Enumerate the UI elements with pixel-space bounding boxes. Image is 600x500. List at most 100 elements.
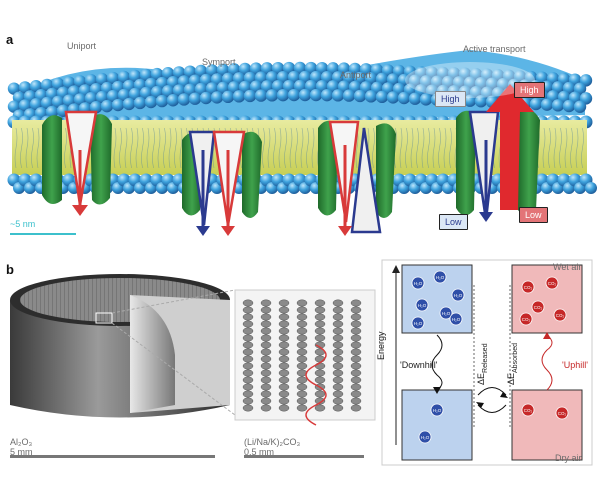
pillar-segment (260, 355, 272, 363)
lipid-head (551, 99, 565, 112)
pillar-segment (242, 369, 254, 377)
pillar-segment (278, 299, 290, 307)
h2o-molecule (449, 312, 463, 326)
pillar-segment (314, 390, 326, 398)
lipid-tail (553, 127, 557, 169)
low-tag-left: Low (439, 214, 468, 230)
pillar-segment (242, 362, 254, 370)
pillar-segment (332, 383, 344, 391)
lipid-tail (163, 127, 166, 169)
pillar-segment (260, 376, 272, 384)
pillar-segment (296, 313, 308, 321)
pillar-segment (278, 348, 290, 356)
pillar-segment (314, 362, 326, 370)
pillar-segment (350, 313, 362, 321)
lipid-head (45, 105, 59, 119)
lipid-tail (432, 127, 436, 169)
pillar-segment (260, 390, 272, 398)
lipid-tail (548, 127, 551, 169)
lipid-head (298, 88, 312, 102)
lipid-head (188, 92, 202, 105)
lipid-tail (559, 127, 562, 169)
lipid-tail (372, 127, 375, 169)
lipid-head (199, 91, 213, 105)
pillar-segment (332, 390, 344, 398)
lipid-tail (262, 127, 265, 169)
pillar-segment (350, 362, 362, 370)
pillar-segment (278, 313, 290, 321)
lipid-head (364, 90, 378, 103)
lipid-tail (135, 127, 139, 169)
pillar-segment (314, 306, 326, 314)
pillar-segment (278, 369, 290, 377)
lipid-tail (438, 127, 441, 169)
pillar-segment (296, 348, 308, 356)
lipid-tail (113, 127, 117, 169)
pillar-segment (278, 327, 290, 335)
lipid-head (408, 92, 422, 105)
pillar-segment (278, 390, 290, 398)
lipid-tail (570, 127, 573, 169)
lipid-tail (146, 127, 150, 169)
pillar-segment (350, 306, 362, 314)
lipid-head (342, 89, 356, 102)
lipid-tail (300, 127, 304, 169)
pillar-segment (278, 341, 290, 349)
antiport-protein (318, 120, 396, 236)
lipid-tail (31, 127, 34, 169)
lipid-tail (152, 127, 155, 169)
lipid-head (287, 88, 301, 102)
scale-bar-b-mid (244, 455, 364, 458)
lipid-tail (427, 127, 430, 169)
uniport-label: Uniport (67, 41, 97, 51)
h2o-molecule-label: H₂O (454, 293, 463, 298)
pillar-segment (278, 397, 290, 405)
co2-molecule (521, 403, 535, 417)
pillar-segment (332, 327, 344, 335)
lipid-head (155, 94, 169, 108)
lipid-tail (416, 127, 419, 169)
pillar-segment (242, 383, 254, 391)
lipid-tail (284, 127, 287, 169)
lipid-tail (421, 127, 425, 169)
pillar-segment (350, 383, 362, 391)
lipid-tail (311, 127, 315, 169)
uphill-label: 'Uphill' (562, 360, 588, 370)
pillar-segment (332, 369, 344, 377)
pillar-segment (332, 299, 344, 307)
lipid-tail (295, 127, 298, 169)
pillar-segment (296, 362, 308, 370)
pillar-segment (296, 320, 308, 328)
pillar-segment (296, 341, 308, 349)
pillar-segment (350, 369, 362, 377)
low-tag-right: Low (519, 207, 548, 223)
h2o-molecule (411, 276, 425, 290)
energy-axis-label: Energy (376, 331, 386, 360)
pillar-segment (278, 306, 290, 314)
h2o-molecule (411, 316, 425, 330)
panel-a-letter: a (6, 32, 14, 47)
pillar-segment (260, 306, 272, 314)
lipid-head (573, 100, 587, 113)
lipid-tail (289, 127, 293, 169)
pillar-segment (260, 397, 272, 405)
highlight-glow (405, 62, 535, 98)
co2-molecule (519, 312, 533, 326)
pillar-segment (314, 320, 326, 328)
pillar-segment (242, 348, 254, 356)
lipid-head (309, 88, 323, 102)
co2-molecule-label: CO₂ (548, 281, 557, 286)
pillar-segment (260, 299, 272, 307)
scale-label-a: ~5 nm (10, 219, 36, 229)
co2-molecule (545, 276, 559, 290)
lipid-tail (581, 127, 584, 169)
alumina-scale-label: 5 mm (10, 447, 33, 457)
lipid-head (397, 91, 411, 105)
pillar-segment (332, 320, 344, 328)
lipid-tail (25, 127, 29, 169)
lipid-tail (64, 127, 67, 169)
pillar-segment (350, 397, 362, 405)
lipid-head (122, 97, 136, 111)
pillar-segment (314, 404, 326, 412)
pillar-segment (242, 376, 254, 384)
